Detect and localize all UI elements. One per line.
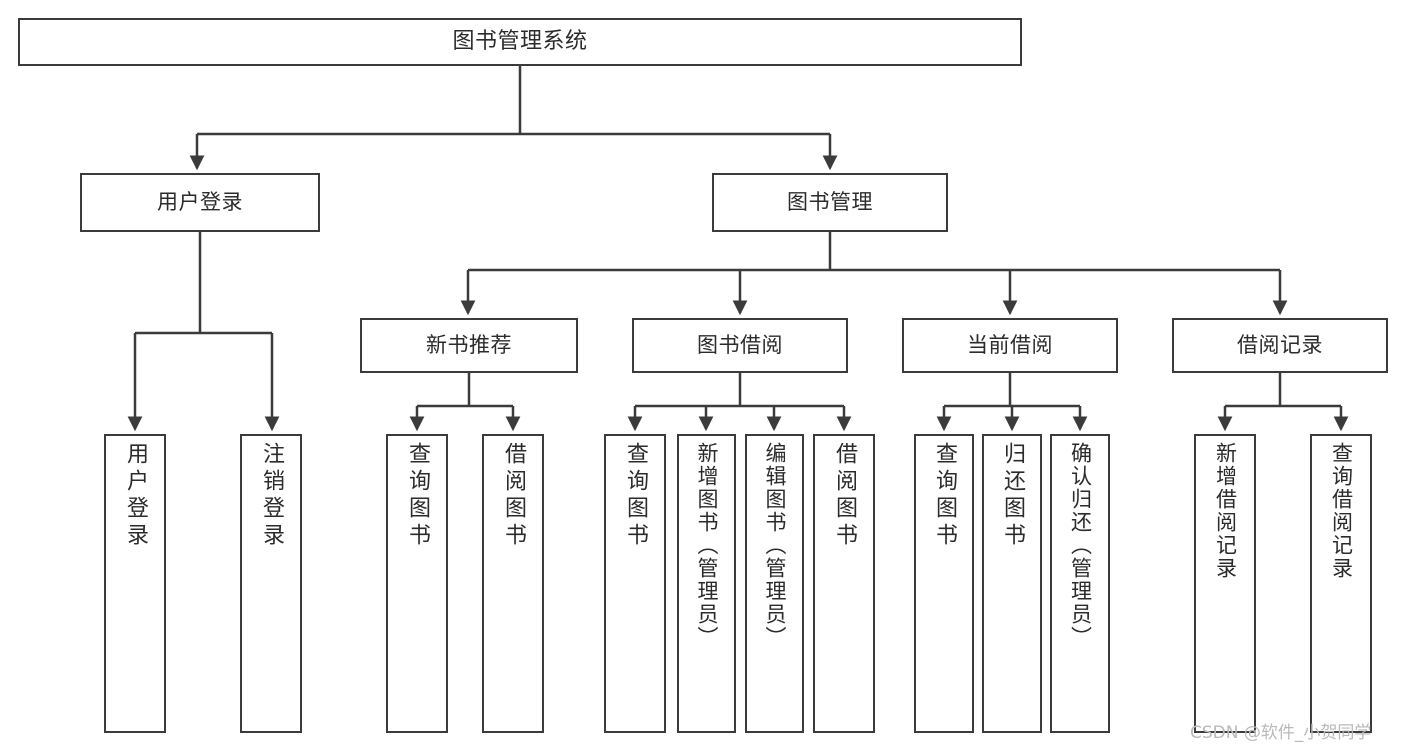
node-leaf-query-book-current-label: 查询图书 xyxy=(932,442,957,550)
node-leaf-edit-book-admin-label: 编辑图书（管理员） xyxy=(763,442,787,649)
node-leaf-borrow-book-borrow[interactable]: 借阅图书 xyxy=(813,434,875,733)
node-borrow-record-label: 借阅记录 xyxy=(1237,333,1323,358)
node-leaf-add-borrow-record[interactable]: 新增借阅记录 xyxy=(1194,434,1256,733)
node-leaf-confirm-return-admin-label: 确认归还（管理员） xyxy=(1068,442,1093,649)
node-leaf-return-book-label: 归还图书 xyxy=(1000,442,1025,550)
node-leaf-user-login[interactable]: 用户登录 xyxy=(104,434,166,733)
node-user-login[interactable]: 用户登录 xyxy=(80,173,320,232)
node-book-borrow[interactable]: 图书借阅 xyxy=(632,318,848,373)
node-leaf-borrow-book-recommend-label: 借阅图书 xyxy=(501,442,526,550)
node-leaf-edit-book-admin[interactable]: 编辑图书（管理员） xyxy=(745,434,804,733)
node-leaf-query-book-borrow-label: 查询图书 xyxy=(623,442,648,550)
csdn-watermark: CSDN @软件_小贺同学 xyxy=(1190,723,1372,743)
node-book-manage[interactable]: 图书管理 xyxy=(712,173,948,232)
node-user-login-label: 用户登录 xyxy=(157,190,243,215)
node-new-book-recommend-label: 新书推荐 xyxy=(426,333,512,358)
node-leaf-confirm-return-admin[interactable]: 确认归还（管理员） xyxy=(1050,434,1110,733)
node-leaf-logout-login-label: 注销登录 xyxy=(259,442,284,550)
node-leaf-return-book[interactable]: 归还图书 xyxy=(982,434,1042,733)
node-root[interactable]: 图书管理系统 xyxy=(18,18,1022,66)
node-new-book-recommend[interactable]: 新书推荐 xyxy=(360,318,578,373)
node-leaf-borrow-book-recommend[interactable]: 借阅图书 xyxy=(482,434,544,733)
node-leaf-query-book-current[interactable]: 查询图书 xyxy=(914,434,974,733)
node-leaf-add-book-admin[interactable]: 新增图书（管理员） xyxy=(677,434,736,733)
node-book-manage-label: 图书管理 xyxy=(787,190,873,215)
node-leaf-add-book-admin-label: 新增图书（管理员） xyxy=(695,442,719,649)
node-leaf-query-book-recommend[interactable]: 查询图书 xyxy=(386,434,448,733)
node-root-label: 图书管理系统 xyxy=(452,29,588,55)
node-leaf-query-book-recommend-label: 查询图书 xyxy=(405,442,430,550)
node-leaf-logout-login[interactable]: 注销登录 xyxy=(240,434,302,733)
node-leaf-user-login-label: 用户登录 xyxy=(123,442,148,550)
node-current-borrow-label: 当前借阅 xyxy=(967,333,1053,358)
node-leaf-add-borrow-record-label: 新增借阅记录 xyxy=(1213,442,1238,580)
node-leaf-query-book-borrow[interactable]: 查询图书 xyxy=(604,434,666,733)
node-leaf-query-borrow-record[interactable]: 查询借阅记录 xyxy=(1310,434,1372,733)
node-borrow-record[interactable]: 借阅记录 xyxy=(1172,318,1388,373)
node-leaf-query-borrow-record-label: 查询借阅记录 xyxy=(1329,442,1354,580)
node-current-borrow[interactable]: 当前借阅 xyxy=(902,318,1118,373)
node-leaf-borrow-book-borrow-label: 借阅图书 xyxy=(832,442,857,550)
node-book-borrow-label: 图书借阅 xyxy=(697,333,783,358)
